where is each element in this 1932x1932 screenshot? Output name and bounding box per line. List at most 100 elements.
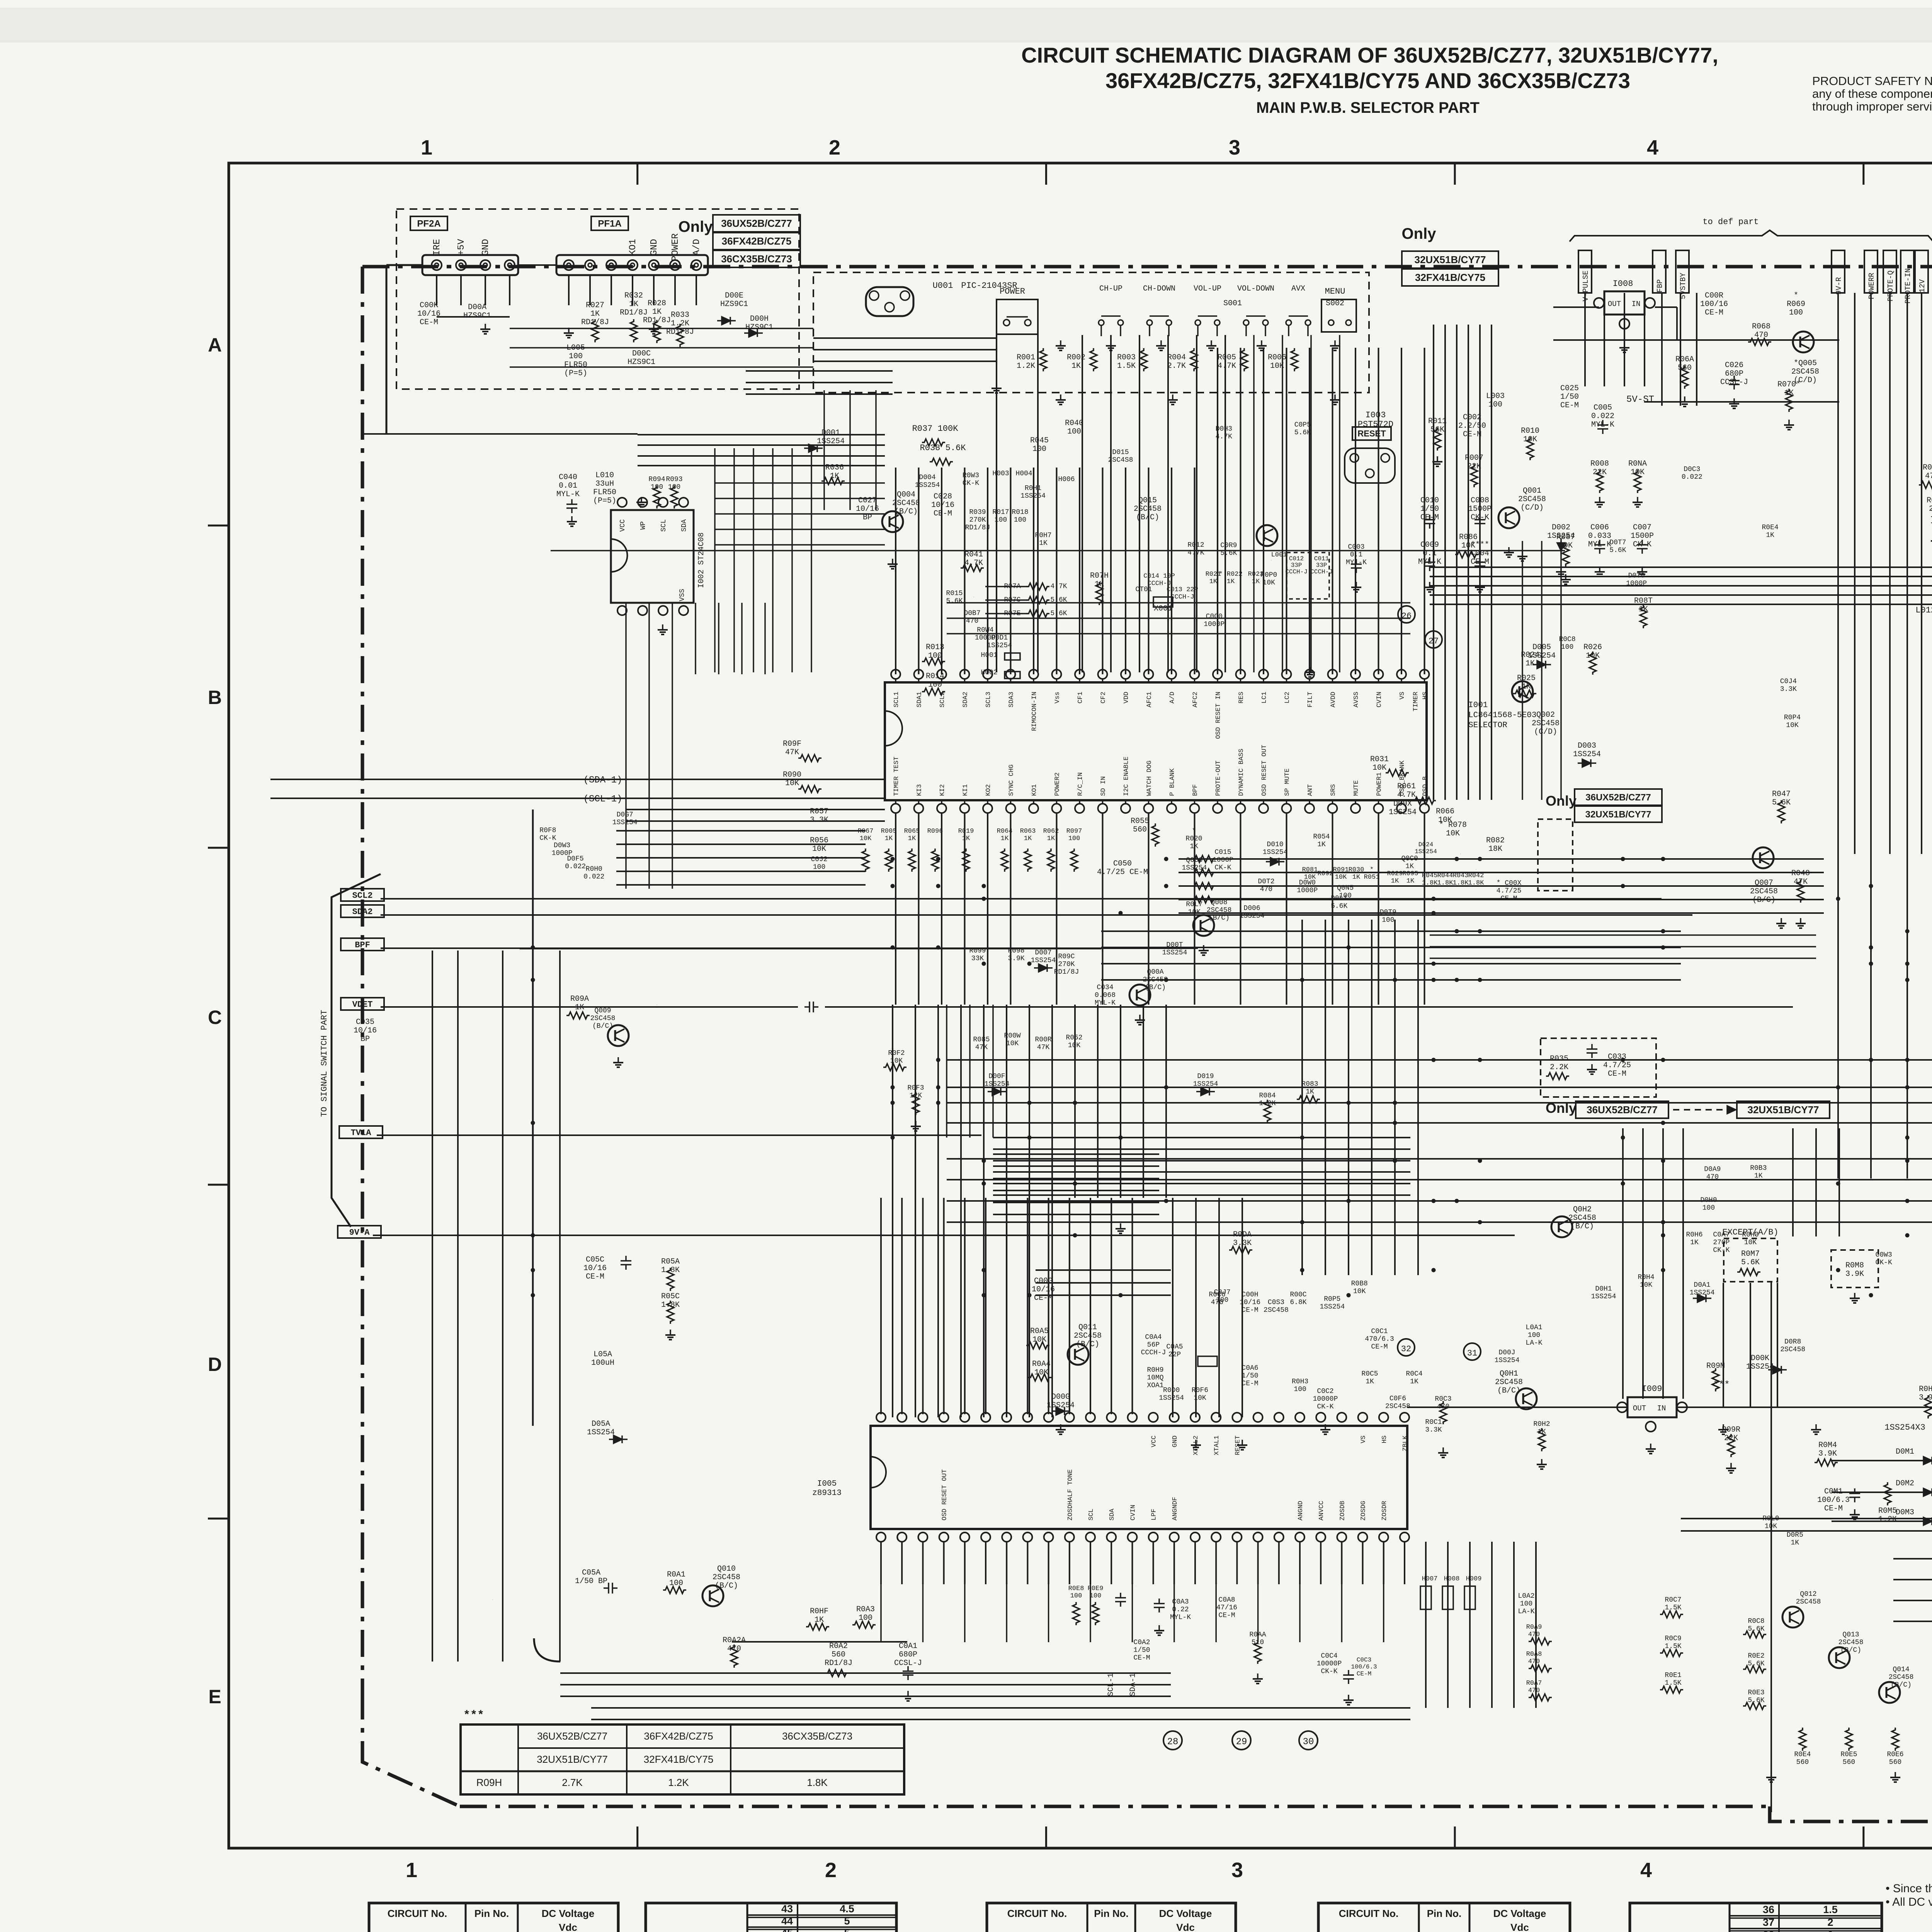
svg-text:R0C1: R0C1 xyxy=(1425,1418,1442,1426)
svg-text:2SC458: 2SC458 xyxy=(1495,1378,1523,1387)
svg-text:A/D: A/D xyxy=(692,239,702,255)
svg-text:10K: 10K xyxy=(1188,908,1201,916)
svg-text:R045: R045 xyxy=(1422,872,1438,879)
svg-text:1.2K: 1.2K xyxy=(1017,362,1035,371)
svg-text:10/16: 10/16 xyxy=(354,1026,377,1035)
svg-text:R0M4: R0M4 xyxy=(1818,1441,1837,1450)
svg-text:CE-M: CE-M xyxy=(1560,401,1579,410)
svg-text:1SS254: 1SS254 xyxy=(1415,848,1437,855)
svg-text:H006: H006 xyxy=(1058,476,1075,483)
svg-text:MYL-K: MYL-K xyxy=(556,490,580,499)
svg-text:C028: C028 xyxy=(934,492,952,501)
svg-text:CK-K: CK-K xyxy=(1321,1668,1337,1675)
svg-text:D0A9: D0A9 xyxy=(1704,1165,1721,1173)
svg-text:R092: R092 xyxy=(1318,870,1333,878)
svg-text:12V: 12V xyxy=(1918,279,1927,293)
svg-text:0: 0 xyxy=(1827,1929,1833,1932)
svg-text:CE-M: CE-M xyxy=(1608,1070,1626,1078)
svg-text:R024: R024 xyxy=(1521,651,1539,660)
svg-text:R0P4: R0P4 xyxy=(1784,714,1801,721)
svg-text:WP: WP xyxy=(639,521,647,530)
svg-text:Q009: Q009 xyxy=(594,1007,611,1015)
svg-text:C0C2: C0C2 xyxy=(1317,1388,1333,1395)
svg-text:SRS: SRS xyxy=(1330,784,1337,796)
svg-text:10K: 10K xyxy=(1744,1239,1757,1247)
svg-text:1K: 1K xyxy=(1406,878,1415,885)
svg-text:10K: 10K xyxy=(785,779,799,788)
svg-text:0.068: 0.068 xyxy=(1095,992,1116,999)
svg-text:33K: 33K xyxy=(971,955,984,963)
svg-text:ANT: ANT xyxy=(1307,784,1314,796)
svg-text:FLR50: FLR50 xyxy=(564,361,587,369)
svg-text:560: 560 xyxy=(1889,1759,1901,1766)
svg-text:SCL2: SCL2 xyxy=(352,891,373,901)
svg-text:32UX51B/CY77: 32UX51B/CY77 xyxy=(1585,809,1651,820)
svg-text:HS: HS xyxy=(1381,1435,1388,1443)
svg-text:CH-DOWN: CH-DOWN xyxy=(1143,284,1175,293)
svg-text:26: 26 xyxy=(1401,611,1412,621)
svg-text:R0L0: R0L0 xyxy=(1762,1515,1779,1523)
svg-text:270P: 270P xyxy=(1713,1239,1730,1247)
svg-text:AVDD: AVDD xyxy=(1330,692,1337,707)
svg-text:LC8641568-5E03: LC8641568-5E03 xyxy=(1468,711,1536,720)
svg-text:100: 100 xyxy=(1014,516,1026,524)
svg-text:100: 100 xyxy=(1271,560,1272,561)
svg-text:0.22: 0.22 xyxy=(1172,1606,1189,1614)
svg-text:B: B xyxy=(208,687,222,708)
svg-text:10/16: 10/16 xyxy=(856,505,879,514)
svg-text:47K: 47K xyxy=(1037,1044,1050,1051)
svg-text:D00G: D00G xyxy=(1051,1393,1070,1401)
svg-text:H001: H001 xyxy=(981,651,997,659)
svg-text:*Q005: *Q005 xyxy=(1794,359,1817,368)
svg-text:1/50: 1/50 xyxy=(1133,1646,1150,1654)
svg-text:1.5K: 1.5K xyxy=(1117,362,1136,371)
svg-text:10K: 10K xyxy=(1263,579,1276,587)
svg-text:CK-K: CK-K xyxy=(1317,1403,1333,1411)
svg-text:Q0N5: Q0N5 xyxy=(1337,884,1354,892)
svg-text:S002: S002 xyxy=(1326,299,1344,308)
svg-text:1SS254: 1SS254 xyxy=(1162,949,1187,957)
svg-text:R094: R094 xyxy=(648,476,665,483)
svg-text:4.7K: 4.7K xyxy=(1050,583,1067,590)
svg-text:32FX41B/CY75: 32FX41B/CY75 xyxy=(1415,272,1485,283)
svg-text:R0A7: R0A7 xyxy=(1526,1680,1542,1687)
svg-text:1K: 1K xyxy=(1410,1378,1418,1386)
svg-text:R0W4: R0W4 xyxy=(977,626,993,634)
svg-text:OSD RESET OUT: OSD RESET OUT xyxy=(1261,745,1268,796)
svg-text:2SC458: 2SC458 xyxy=(1264,1306,1289,1314)
svg-text:C0A2: C0A2 xyxy=(1133,1639,1150,1646)
svg-text:FILT: FILT xyxy=(1307,692,1314,707)
svg-text:3.9K: 3.9K xyxy=(1845,1270,1864,1279)
svg-text:1K: 1K xyxy=(815,1616,824,1624)
svg-text:R062: R062 xyxy=(1043,828,1059,835)
svg-text:10K: 10K xyxy=(1425,860,1426,861)
svg-text:R005: R005 xyxy=(881,828,897,835)
svg-text:AVSS: AVSS xyxy=(1353,692,1360,707)
svg-text:2SC458: 2SC458 xyxy=(713,1573,740,1582)
svg-text:R0H3: R0H3 xyxy=(1742,1231,1759,1239)
svg-text:1K: 1K xyxy=(1227,578,1235,585)
svg-text:C0F6: C0F6 xyxy=(1389,1395,1406,1403)
svg-text:SCL: SCL xyxy=(660,519,668,532)
svg-text:32UX51B/CY77: 32UX51B/CY77 xyxy=(1415,254,1486,265)
svg-text:R0K2: R0K2 xyxy=(1927,496,1932,505)
svg-text:36: 36 xyxy=(1763,1904,1774,1915)
svg-text:1K: 1K xyxy=(1791,1539,1799,1547)
svg-text:(B/C): (B/C) xyxy=(1136,513,1159,522)
svg-text:AFC1: AFC1 xyxy=(1146,692,1153,707)
svg-text:10K: 10K xyxy=(1438,816,1452,825)
svg-text:C0C1: C0C1 xyxy=(1371,1328,1388,1335)
svg-text:R044: R044 xyxy=(1437,872,1453,879)
svg-text:560: 560 xyxy=(1133,825,1147,834)
svg-text:100: 100 xyxy=(1520,1600,1532,1608)
svg-text:VCC: VCC xyxy=(619,519,627,532)
svg-text:OUT: OUT xyxy=(1608,300,1621,308)
svg-text:D00H: D00H xyxy=(750,315,769,323)
svg-text:38: 38 xyxy=(1763,1929,1774,1932)
svg-text:1K: 1K xyxy=(1366,1378,1374,1386)
svg-text:1: 1 xyxy=(406,1859,417,1882)
svg-text:CE-M: CE-M xyxy=(1371,1343,1388,1351)
svg-text:R0B8: R0B8 xyxy=(1351,1280,1368,1287)
svg-text:Vdc: Vdc xyxy=(559,1922,577,1932)
svg-text:100: 100 xyxy=(813,864,825,871)
